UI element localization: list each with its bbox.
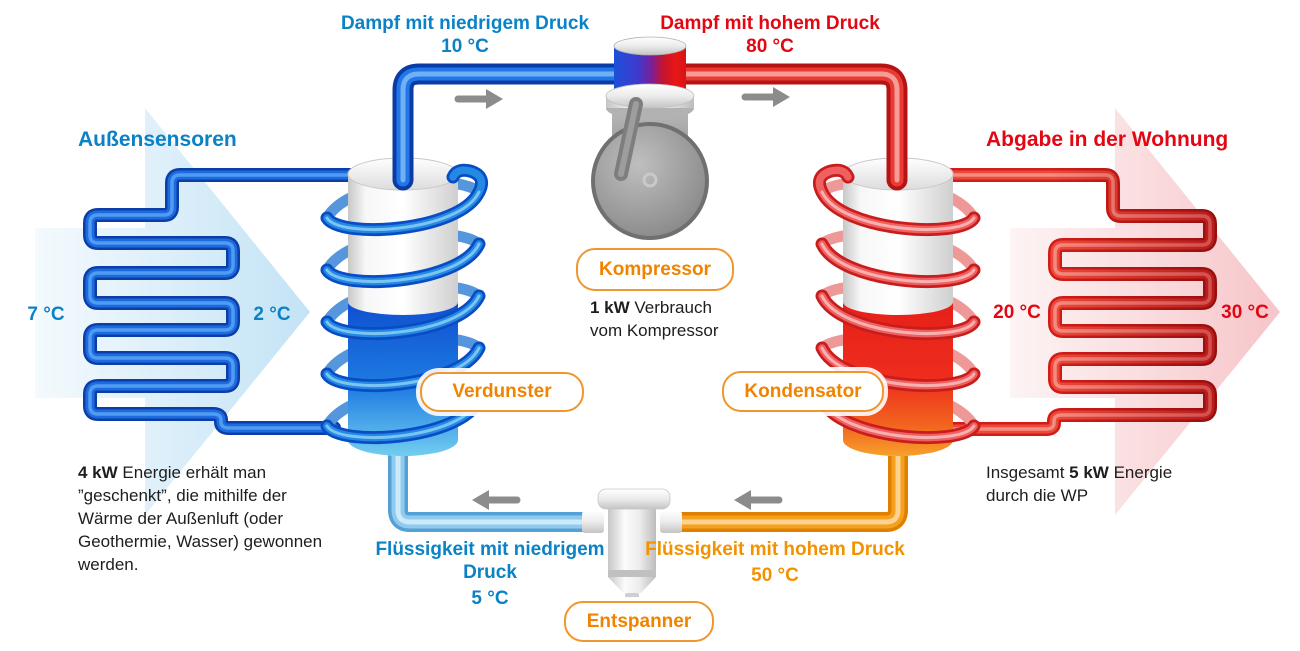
indoor-heat-flow-arrow — [1010, 108, 1280, 515]
output-energy-post: Energie durch die WP — [986, 463, 1173, 506]
pipe-liquid-low — [388, 432, 602, 532]
condenser-coil-front — [813, 163, 981, 445]
compressor-note-line2: vom Kompressor — [590, 321, 719, 341]
label-liquid-high-temp: 50 °C — [751, 565, 799, 586]
outdoor-energy-rest: Energie erhält man ”geschenkt”, die mith… — [78, 463, 323, 575]
compressor-note-line1: 1 kW Verbrauch — [590, 296, 770, 319]
indoor-loop-pipe — [941, 168, 1217, 436]
label-steam-low-temp: 10 °C — [441, 36, 489, 57]
compressor-note: 1 kW Verbrauch vom Kompressor — [590, 296, 770, 342]
label-steam-low-title: Dampf mit niedrigem Druck — [340, 13, 590, 34]
output-energy-bold: 5 kW — [1069, 463, 1109, 482]
flow-arrow-top-left — [454, 89, 503, 109]
label-steam-high-temp: 80 °C — [746, 36, 794, 57]
condenser-pill-label: Kondensator — [744, 380, 862, 402]
compressor-pill-label: Kompressor — [599, 258, 711, 280]
expansion-valve-graphic — [582, 488, 682, 598]
label-steam-low: Dampf mit niedrigem Druck 10 °C — [330, 12, 600, 58]
label-steam-high-title: Dampf mit hohem Druck — [660, 13, 880, 34]
expander-pill-label: Entspanner — [586, 610, 692, 632]
temp-indoor-left: 20 °C — [993, 302, 1041, 323]
temp-indoor-right: 30 °C — [1221, 302, 1269, 323]
flow-arrow-top-right — [741, 87, 790, 107]
flow-arrow-bottom-left — [472, 490, 521, 510]
compressor-graphic — [591, 36, 709, 240]
expander-pill: Entspanner — [564, 601, 714, 642]
label-liquid-low: Flüssigkeit mit niedrigem Druck 5 °C — [360, 538, 620, 610]
outdoor-energy-bold: 4 kW — [78, 463, 118, 482]
temp-outdoor-left: 7 °C — [27, 304, 65, 325]
condenser-pill: Kondensator — [722, 371, 884, 412]
label-liquid-low-title: Flüssigkeit mit niedrigem Druck — [375, 539, 605, 583]
output-energy-pre: Insgesamt — [986, 463, 1070, 482]
outdoor-energy-note: 4 kW Energie erhält man ”geschenkt”, die… — [78, 461, 330, 577]
pipe-steam-low — [392, 63, 635, 191]
output-energy-note: Insgesamt 5 kW Energie durch die WP — [986, 461, 1218, 507]
flow-arrow-bottom-right — [734, 490, 783, 510]
label-steam-high: Dampf mit hohem Druck 80 °C — [640, 12, 900, 58]
temp-outdoor-right: 2 °C — [253, 304, 291, 325]
flow-arrows — [454, 87, 790, 510]
outdoor-loop-pipe — [83, 168, 359, 435]
compressor-note-rest: Verbrauch — [629, 298, 712, 317]
label-indoor-output: Abgabe in der Wohnung — [986, 128, 1229, 151]
outdoor-air-flow-arrow — [35, 108, 310, 515]
label-liquid-high-title: Flüssigkeit mit hohem Druck — [645, 539, 905, 560]
evaporator-pill: Verdunster — [420, 372, 584, 412]
compressor-pill: Kompressor — [576, 248, 734, 291]
label-outdoor-sensors: Außensensoren — [78, 128, 237, 151]
label-liquid-low-temp: 5 °C — [471, 588, 509, 609]
label-liquid-high: Flüssigkeit mit hohem Druck 50 °C — [645, 538, 905, 587]
pipe-liquid-high — [666, 432, 908, 532]
evaporator-coil-front — [320, 163, 488, 445]
evaporator-pill-label: Verdunster — [452, 381, 552, 402]
compressor-note-bold: 1 kW — [590, 298, 630, 317]
pipe-steam-high — [667, 63, 908, 191]
